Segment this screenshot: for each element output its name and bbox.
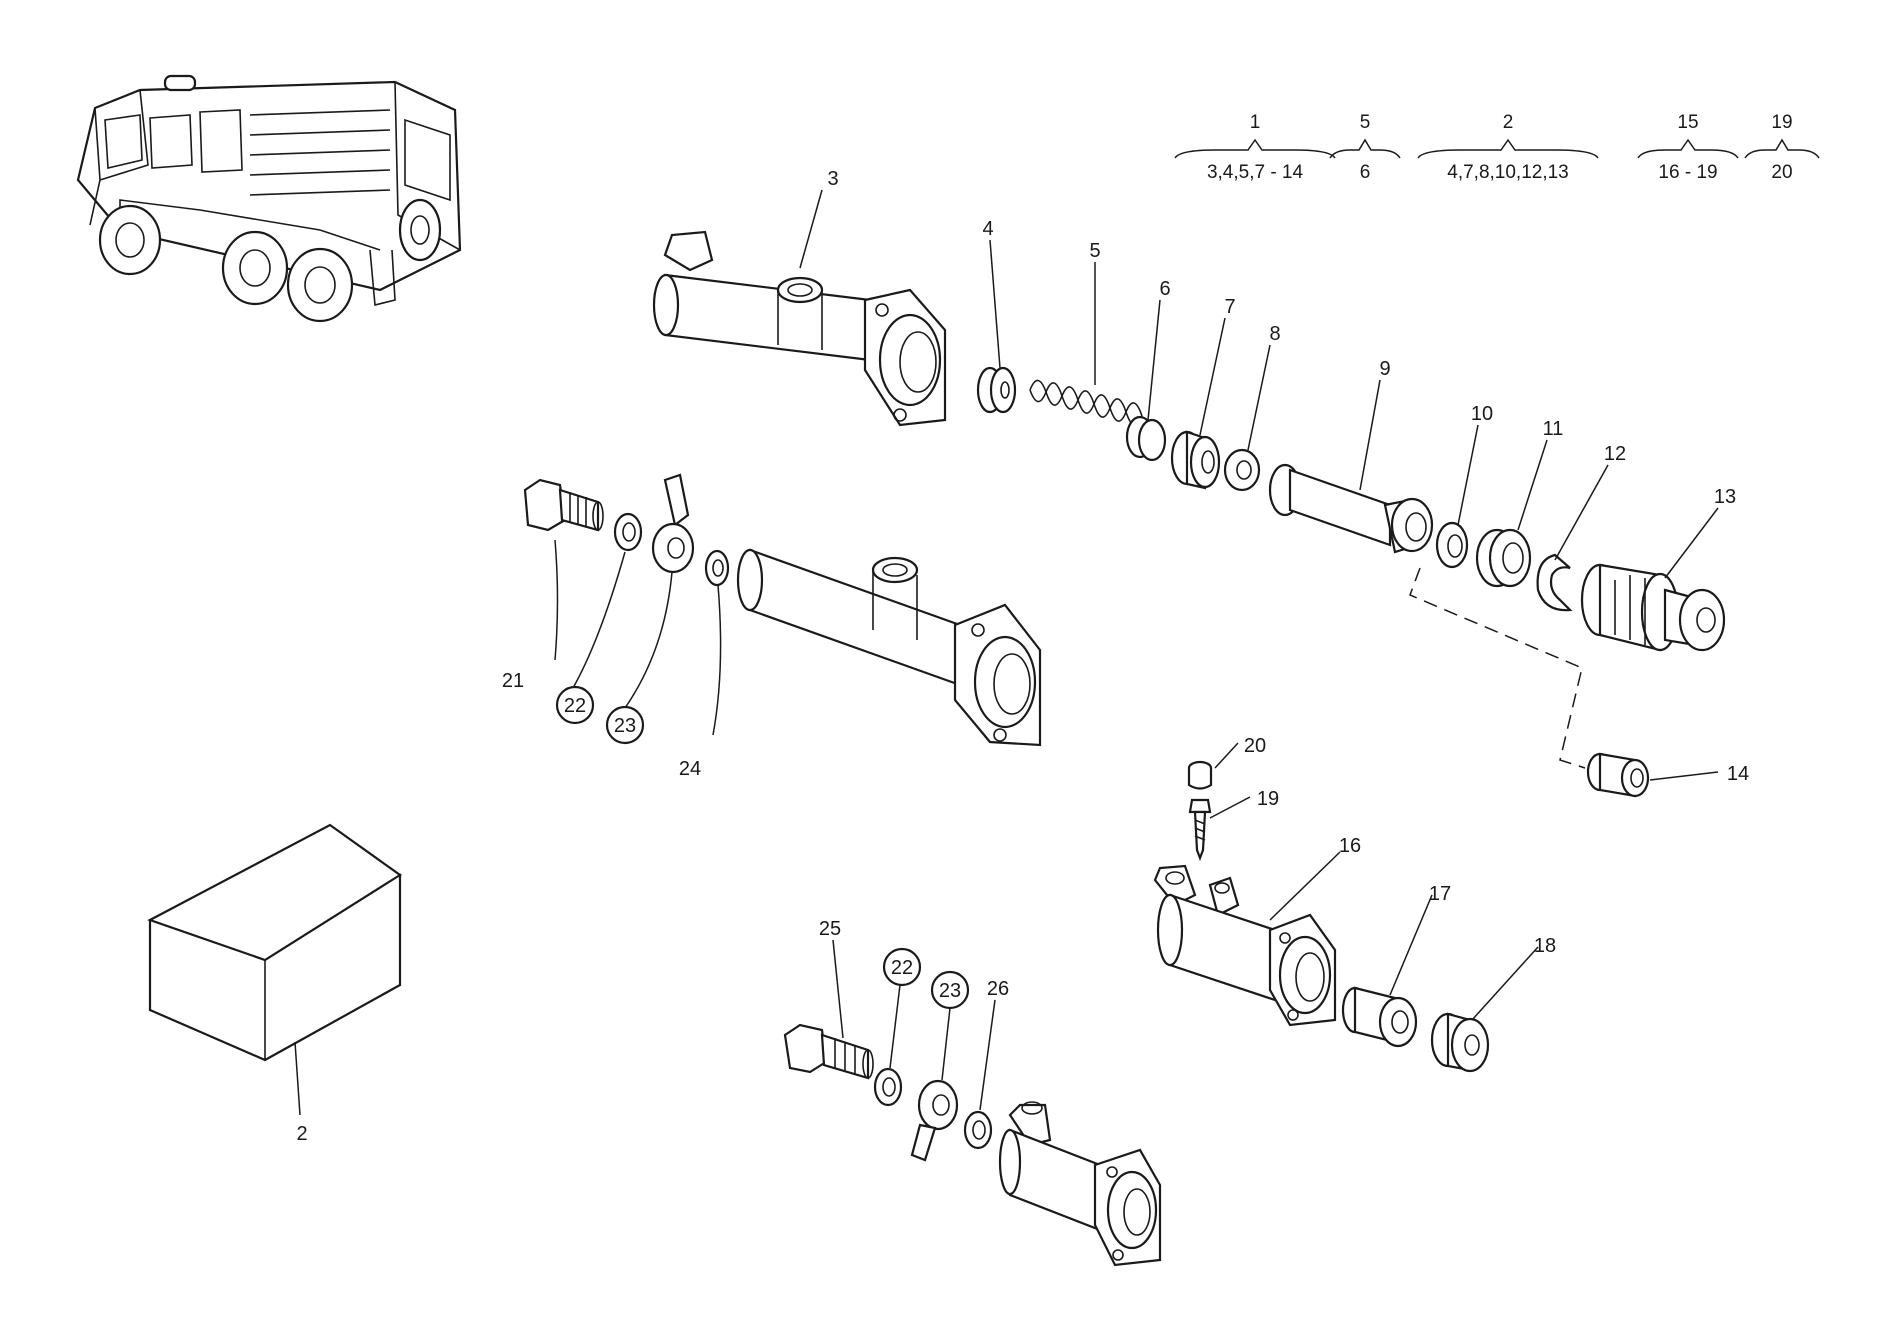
- callout-7: 7: [1224, 296, 1235, 318]
- part-22-washer-bottom: [873, 1067, 903, 1107]
- callout-26: 26: [987, 978, 1009, 1000]
- alignment-dashed-line: [1409, 567, 1586, 769]
- callout-23: 23: [614, 715, 636, 737]
- part-10-seal-ring: [1435, 521, 1469, 569]
- part-11-guide-ring: [1475, 528, 1532, 588]
- callout-9: 9: [1379, 358, 1390, 380]
- callout-24: 24: [679, 758, 701, 780]
- part-6-spring-seat: [1125, 415, 1167, 462]
- part-21-banjo-bolt: [523, 478, 604, 532]
- legend-kit-2: 2 4,7,8,10,12,13: [1417, 112, 1599, 183]
- legend-kit-contents: 3,4,5,7 - 14: [1207, 162, 1304, 183]
- part-5-spring: [1029, 379, 1143, 426]
- part-9-piston: [1268, 463, 1434, 554]
- callout-21: 21: [502, 670, 524, 692]
- legend-kit-5: 5 6: [1329, 112, 1401, 183]
- part-19-bleed-screw: [1188, 798, 1212, 862]
- callout-25: 25: [819, 918, 841, 940]
- legend-kit-15: 15 16 - 19: [1637, 112, 1739, 183]
- callout-17: 17: [1429, 883, 1451, 905]
- part-16-slave-cylinder: [1153, 864, 1337, 1027]
- part-8-washer: [1223, 448, 1261, 492]
- callout-22: 22: [564, 695, 586, 717]
- vehicle-illustration: [76, 74, 462, 323]
- callout-14: 14: [1727, 763, 1749, 785]
- legend-kit-contents: 6: [1360, 162, 1371, 183]
- callout-labels: 3 4 5 6 7 8 9 10 11 12 13 14 21 22 23 24…: [296, 168, 1749, 1145]
- part-23-banjo-fitting: [651, 473, 695, 574]
- callout-11: 11: [1543, 418, 1564, 440]
- callout-22-bottom: 22: [891, 957, 913, 979]
- legend-kit-number: 2: [1503, 112, 1514, 133]
- part-3-master-cylinder: [652, 230, 947, 427]
- callout-4: 4: [982, 218, 993, 240]
- legend-kit-contents: 20: [1771, 162, 1792, 183]
- leader-lines: [294, 189, 1719, 1116]
- part-17-piston: [1341, 986, 1418, 1048]
- callout-12: 12: [1604, 443, 1626, 465]
- legend-kit-contents: 16 - 19: [1658, 162, 1717, 183]
- part-4-valve: [976, 366, 1017, 414]
- callout-13: 13: [1714, 486, 1736, 508]
- callout-2: 2: [296, 1123, 307, 1145]
- part-24-washer: [704, 549, 730, 587]
- callout-23-bottom: 23: [939, 980, 961, 1002]
- master-cylinder-body-middle: [736, 548, 1042, 747]
- part-25-banjo-bolt: [783, 1023, 874, 1080]
- slave-cylinder-bottom: [998, 1101, 1162, 1267]
- callout-20: 20: [1244, 735, 1266, 757]
- part-20-bleed-cap: [1187, 760, 1213, 790]
- callout-19: 19: [1257, 788, 1279, 810]
- callout-circles: [555, 685, 970, 1010]
- legend-kit-contents: 4,7,8,10,12,13: [1447, 162, 1569, 183]
- callout-8: 8: [1269, 323, 1280, 345]
- callout-16: 16: [1339, 835, 1361, 857]
- callout-18: 18: [1534, 935, 1556, 957]
- callout-3: 3: [827, 168, 838, 190]
- part-2-repair-kit-box: [147, 823, 402, 1062]
- part-14-sleeve: [1586, 752, 1650, 798]
- part-13-dust-boot: [1580, 563, 1726, 652]
- kit-legend: 1 3,4,5,7 - 14 5 6 2 4,7,8,10,12,13 15 1…: [1174, 112, 1820, 183]
- part-26-washer: [963, 1110, 993, 1150]
- callout-10: 10: [1471, 403, 1493, 425]
- legend-kit-1: 1 3,4,5,7 - 14: [1174, 112, 1336, 183]
- callout-6: 6: [1159, 278, 1170, 300]
- part-12-circlip: [1536, 553, 1573, 612]
- legend-kit-number: 5: [1360, 112, 1371, 133]
- legend-kit-number: 1: [1250, 112, 1261, 133]
- part-23-banjo-fitting-bottom: [910, 1079, 959, 1162]
- legend-kit-number: 19: [1771, 112, 1792, 133]
- part-22-washer: [613, 512, 643, 552]
- part-7-seal: [1170, 430, 1221, 490]
- legend-kit-number: 15: [1677, 112, 1698, 133]
- part-18-dust-boot: [1430, 1012, 1490, 1073]
- legend-kit-19: 19 20: [1744, 112, 1820, 183]
- callout-5: 5: [1089, 240, 1100, 262]
